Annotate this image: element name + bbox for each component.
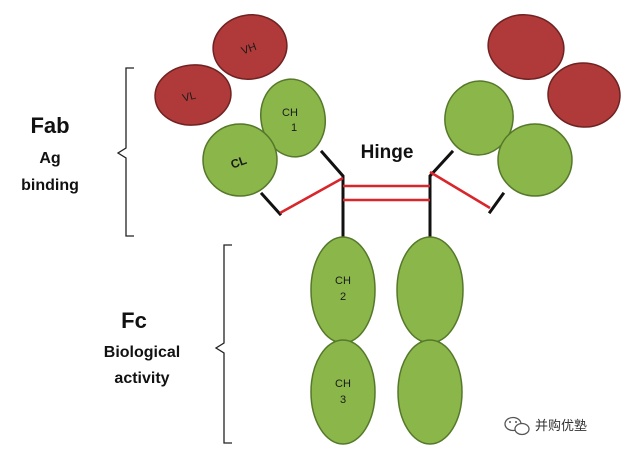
cl-label: CL: [229, 153, 249, 172]
vl-domain: [154, 64, 232, 126]
right-interchain-bond: [429, 170, 491, 210]
ch1-domain: [260, 78, 326, 158]
fc-title: Fc: [121, 308, 147, 333]
right-heavy-chain: [428, 149, 455, 238]
fab-title: Fab: [30, 113, 69, 138]
fab-subtitle-line2: binding: [21, 177, 79, 194]
wechat-icon: [504, 416, 530, 436]
left-heavy-chain: [319, 149, 345, 238]
right-vl-domain: [547, 62, 621, 128]
ch2-domain: [310, 236, 376, 344]
watermark: 并购优塾: [504, 416, 587, 436]
fc-brace: [214, 244, 232, 444]
cl-domain: [202, 123, 278, 197]
right-ch2-domain: [396, 236, 464, 344]
right-ch3-domain: [397, 339, 463, 445]
fab-subtitle-line1: Ag: [39, 150, 60, 167]
vh-label: VH: [240, 41, 259, 58]
fc-subtitle-line2: activity: [114, 370, 169, 387]
vh-domain: [212, 14, 288, 80]
right-light-chain-tail: [487, 191, 506, 215]
ch1-label-line1: CH: [282, 107, 298, 119]
hinge-label: Hinge: [361, 142, 414, 163]
ch3-domain: [310, 339, 376, 445]
ch2-label-line2: 2: [340, 291, 346, 303]
right-vh-domain: [487, 14, 565, 80]
ch3-label-line2: 3: [340, 394, 346, 406]
left-interchain-bond: [279, 176, 344, 215]
ch2-label-line1: CH: [335, 275, 351, 287]
fab-brace: [116, 67, 134, 237]
ch1-label-line2: 1: [291, 122, 297, 134]
ch3-label-line1: CH: [335, 378, 351, 390]
right-ch1-domain: [444, 80, 514, 156]
watermark-text: 并购优塾: [535, 418, 587, 434]
fc-subtitle-line1: Biological: [104, 344, 180, 361]
left-light-chain-tail: [259, 191, 283, 217]
right-cl-domain: [497, 123, 573, 197]
vl-label: VL: [181, 90, 197, 105]
